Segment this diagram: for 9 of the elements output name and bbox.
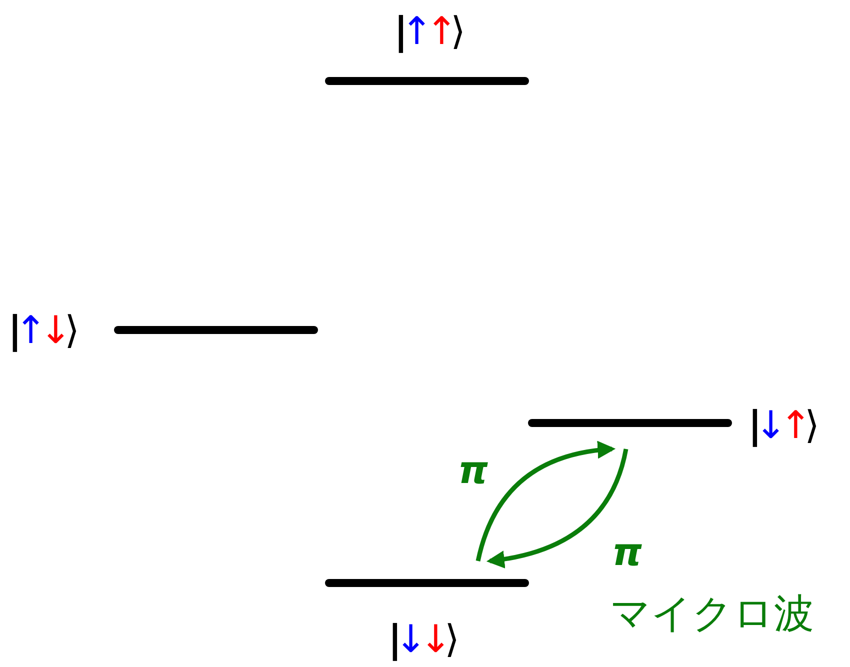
state-label: |↑↑⟩ <box>394 8 466 54</box>
edge-label: π <box>612 530 642 574</box>
arrow <box>486 448 628 568</box>
state-label: |↑↓⟩ <box>8 307 80 353</box>
state-label: |↓↓⟩ <box>388 616 460 662</box>
arrow <box>476 441 616 562</box>
note-text: マイクロ波 <box>610 590 814 638</box>
state-label: |↓↑⟩ <box>748 402 820 448</box>
edge-label: π <box>458 448 488 492</box>
